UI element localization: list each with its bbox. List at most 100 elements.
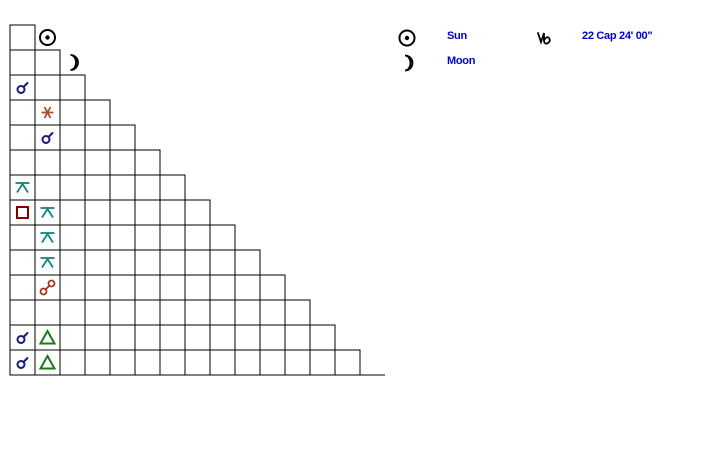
grid-cell: [109, 249, 136, 276]
quincunx-icon: [40, 257, 55, 268]
opposition-icon: [39, 279, 56, 296]
grid-cell: [34, 199, 61, 226]
grid-cell: [109, 349, 136, 376]
conjunction-icon: [16, 332, 29, 344]
grid-cell: [34, 74, 61, 101]
grid-cell: [84, 99, 111, 126]
grid-cell: [134, 174, 161, 201]
grid-cell: [84, 324, 111, 351]
grid-cell: [159, 174, 186, 201]
grid-cell: [34, 299, 61, 326]
grid-cell: [109, 224, 136, 251]
grid-cell: [84, 274, 111, 301]
quincunx-icon: [15, 182, 30, 193]
grid-cell: [259, 349, 286, 376]
trine-icon: [38, 353, 57, 370]
grid-cell: [9, 274, 36, 301]
grid-cell: [109, 124, 136, 151]
grid-cell: [59, 174, 86, 201]
grid-cell: [209, 249, 236, 276]
grid-cell: [234, 249, 261, 276]
grid-cell: [84, 224, 111, 251]
grid-cell: [59, 99, 86, 126]
grid-cell: [134, 324, 161, 351]
grid-cell: [134, 274, 161, 301]
grid-cell: [109, 149, 136, 176]
grid-cell: [134, 249, 161, 276]
grid-cell: [209, 299, 236, 326]
quincunx-icon: [40, 207, 55, 218]
grid-cell: [59, 249, 86, 276]
grid-cell: [209, 224, 236, 251]
grid-cell: [84, 149, 111, 176]
grid-cell: [284, 299, 311, 326]
grid-cell: [34, 249, 61, 276]
grid-cell: [284, 324, 311, 351]
square-icon: [16, 206, 29, 219]
grid-cell: [9, 299, 36, 326]
quincunx-icon: [40, 232, 55, 243]
grid-cell: [9, 124, 36, 151]
grid-cell: [84, 124, 111, 151]
grid-cell: [184, 249, 211, 276]
grid-cell: [59, 74, 86, 101]
grid-cell: [234, 274, 261, 301]
grid-cell: [184, 199, 211, 226]
conjunction-icon: [16, 357, 29, 369]
grid-cell: [134, 199, 161, 226]
grid-cell: [59, 349, 86, 376]
grid-cell: [34, 324, 61, 351]
grid-cell: [159, 349, 186, 376]
grid-cell: [84, 349, 111, 376]
grid-cell: [284, 349, 311, 376]
grid-cell: [309, 349, 336, 376]
grid-cell: [34, 349, 61, 376]
grid-cell: [109, 299, 136, 326]
grid-cell: [259, 299, 286, 326]
grid-cell: [9, 99, 36, 126]
grid-cell: [34, 49, 61, 76]
grid-cell: [84, 199, 111, 226]
grid-cell: [159, 274, 186, 301]
grid-cell: [334, 349, 361, 376]
grid-cell: [109, 199, 136, 226]
grid-cell: [159, 324, 186, 351]
grid-cell: [9, 224, 36, 251]
grid-cell: [9, 49, 36, 76]
grid-cell: [159, 199, 186, 226]
grid-cell: [9, 249, 36, 276]
grid-cell: [234, 349, 261, 376]
grid-cell: [259, 274, 286, 301]
grid-cell: [184, 299, 211, 326]
grid-cell: [234, 324, 261, 351]
grid-cell: [84, 249, 111, 276]
grid-cell: [134, 299, 161, 326]
moon-icon: [70, 54, 79, 71]
sextile-icon: [41, 106, 54, 119]
grid-cell: [34, 224, 61, 251]
grid-cell: [134, 224, 161, 251]
conjunction-icon: [41, 132, 54, 144]
grid-cell: [59, 274, 86, 301]
grid-cell: [109, 324, 136, 351]
grid-cell: [34, 149, 61, 176]
grid-cell: [209, 274, 236, 301]
capricorn-icon: [537, 32, 551, 45]
grid-cell: [259, 324, 286, 351]
grid-cell: [9, 149, 36, 176]
grid-cell: [234, 299, 261, 326]
legend-position-text: 22 Cap 24' 00": [582, 30, 653, 42]
grid-cell: [59, 124, 86, 151]
grid-cell: [184, 349, 211, 376]
grid-cell: [209, 324, 236, 351]
trine-icon: [38, 328, 57, 345]
grid-cell: [184, 224, 211, 251]
grid-cell: [134, 349, 161, 376]
grid-cell: [184, 324, 211, 351]
grid-cell: [59, 224, 86, 251]
sun-icon: [39, 29, 56, 46]
sun-icon: [398, 29, 416, 47]
grid-cell: [309, 324, 336, 351]
grid-cell: [159, 299, 186, 326]
grid-cell: [109, 274, 136, 301]
